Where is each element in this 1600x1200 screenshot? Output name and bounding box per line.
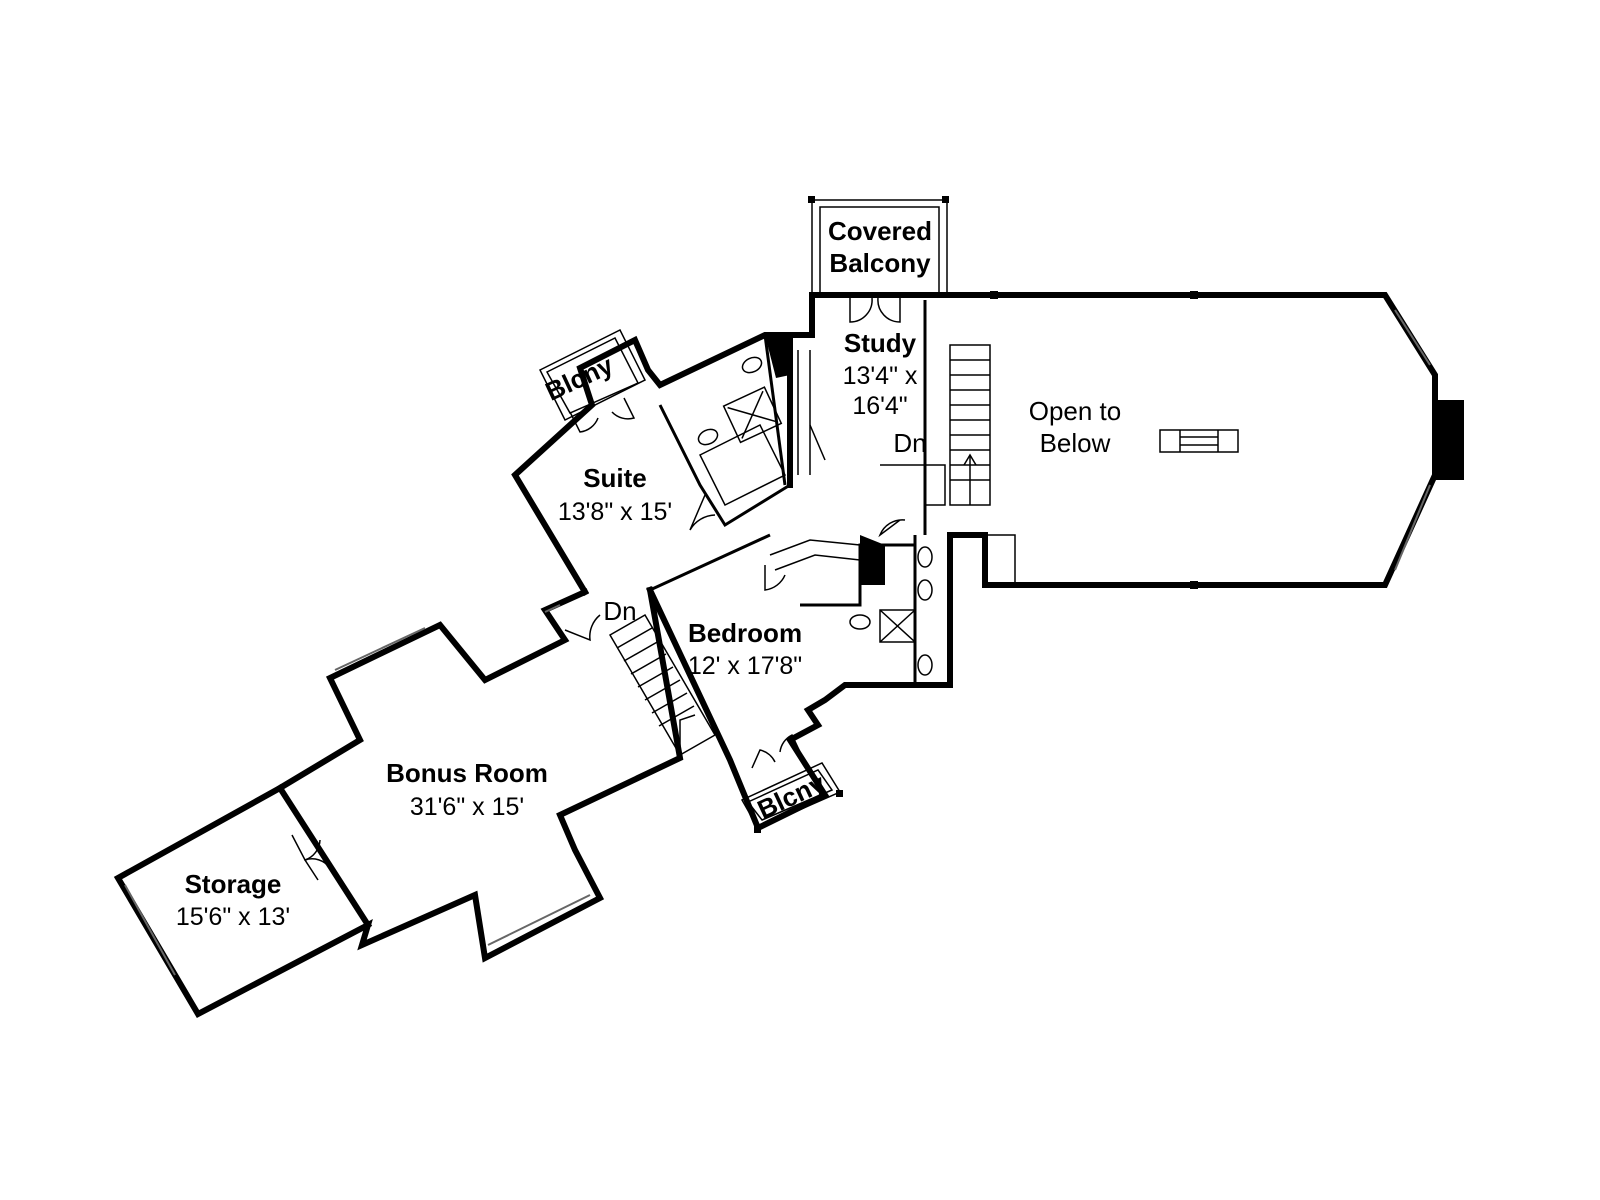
suite-dimension: 13'8" x 15' [558, 498, 672, 526]
storage-dimension: 15'6" x 13' [176, 903, 290, 931]
bonus-room-label: Bonus Room [386, 758, 548, 788]
fireplace [1432, 400, 1464, 480]
study-dimension-line2: 16'4" [852, 392, 907, 420]
top-balcony [538, 328, 647, 422]
bonus-room [113, 586, 717, 1018]
study-dimension-line1: 13'4" x [843, 362, 918, 390]
bottom-balcony-label: Blcny [753, 767, 830, 824]
bedroom-room [646, 519, 953, 833]
covered-balcony-label-line2: Balcony [829, 248, 931, 278]
bedroom-label: Bedroom [688, 618, 802, 648]
open-to-below-label-line2: Below [1040, 428, 1111, 458]
study-stair [880, 344, 991, 506]
suite-room [511, 328, 793, 597]
ceiling-fixture-icon [1159, 429, 1239, 453]
storage-room [124, 783, 373, 976]
bonus-stair-down-label: Dn [603, 596, 636, 626]
study-label: Study [844, 328, 917, 358]
study-stair-down-label: Dn [893, 428, 926, 458]
open-to-below-area [922, 291, 1464, 589]
covered-balcony-label-line1: Covered [828, 216, 932, 246]
open-to-below-label-line1: Open to [1029, 396, 1122, 426]
storage-label: Storage [185, 869, 282, 899]
top-balcony-label: Blcny [541, 349, 618, 406]
bedroom-dimension: 12' x 17'8" [688, 652, 802, 680]
bonus-room-dimension: 31'6" x 15' [410, 793, 524, 821]
bonus-stair [608, 613, 717, 757]
suite-label: Suite [583, 463, 647, 493]
bottom-balcony [740, 762, 843, 833]
